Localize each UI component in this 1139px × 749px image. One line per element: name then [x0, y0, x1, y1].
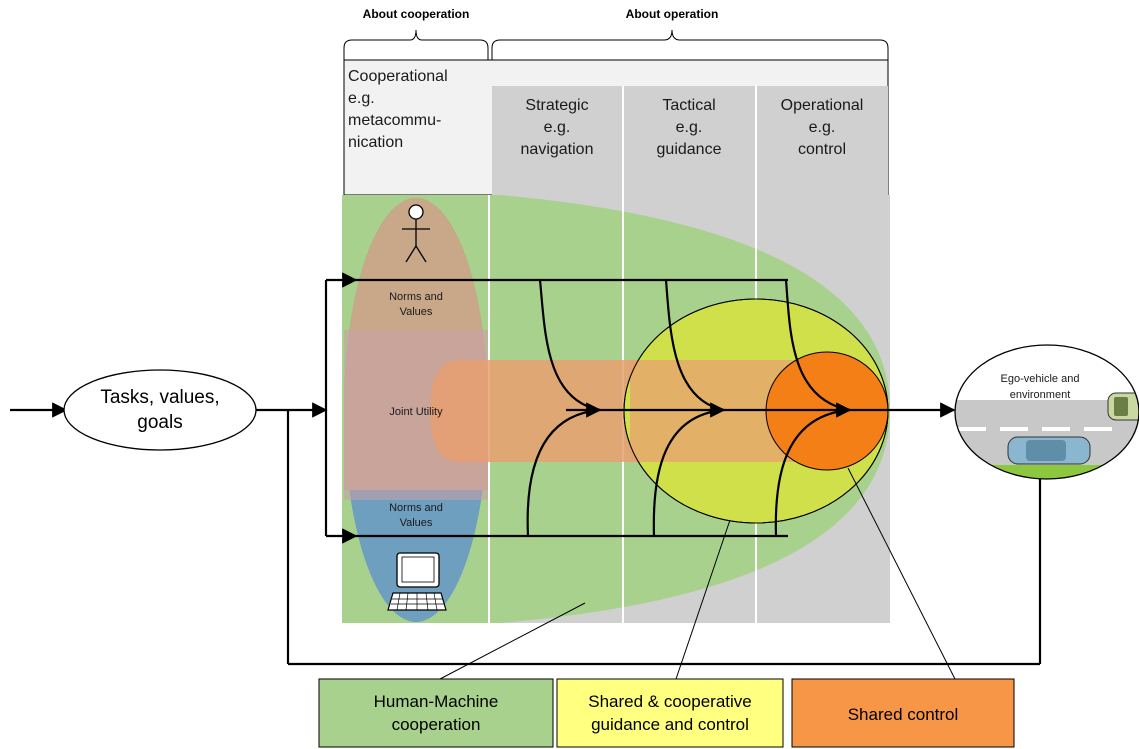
tasks-values-goals-line1: Tasks, values, [100, 387, 219, 408]
level-cooperational-line1: Cooperational [348, 68, 448, 85]
tasks-values-goals-node [63, 369, 257, 451]
level-operational: Operational e.g. control [781, 97, 864, 158]
level-strategic-line3: navigation [521, 141, 594, 158]
level-cooperational-line2: e.g. [348, 90, 375, 107]
level-strategic-line2: e.g. [544, 119, 571, 136]
legend-shared-control: Shared control [791, 678, 1015, 748]
legend-hmc-line2: cooperation [392, 715, 481, 734]
legend-shared-coop-line1: Shared & cooperative [588, 692, 752, 711]
person-icon [402, 204, 430, 263]
bracket-cooperation [343, 29, 489, 60]
norms-values-top-line1: Norms and [389, 291, 443, 303]
header-about-cooperation: About cooperation [363, 7, 470, 21]
legend-hmc-line1: Human-Machine [374, 692, 499, 711]
level-tactical: Tactical e.g. guidance [657, 97, 722, 158]
operation-columns-header [492, 86, 888, 195]
level-cooperational-line4: nication [348, 134, 403, 151]
ego-vehicle-line1: Ego-vehicle and [1001, 373, 1080, 385]
norms-values-bottom-line2: Values [400, 517, 433, 529]
level-cooperational-line3: metacommu- [348, 112, 441, 129]
legend-leader-lines [439, 467, 956, 680]
bracket-operation [491, 29, 889, 60]
level-strategic: Strategic e.g. navigation [521, 97, 594, 158]
legend-shared-coop-line2: guidance and control [591, 715, 749, 734]
level-operational-line3: control [798, 141, 846, 158]
ego-vehicle-line2: environment [1010, 389, 1071, 401]
legend-shared-control-label: Shared control [848, 705, 959, 724]
header-about-operation: About operation [626, 7, 719, 21]
level-tactical-line1: Tactical [662, 97, 715, 114]
computer-icon [387, 552, 447, 611]
ego-vehicle-node [955, 345, 1139, 479]
level-tactical-line3: guidance [657, 141, 722, 158]
joint-utility-label: Joint Utility [389, 406, 443, 418]
flow-lines [10, 272, 1042, 666]
level-operational-line2: e.g. [809, 119, 836, 136]
legend-shared-cooperative: Shared & cooperative guidance and contro… [556, 678, 784, 748]
level-operational-line1: Operational [781, 97, 864, 114]
norms-values-top-line2: Values [400, 306, 433, 318]
level-tactical-line2: e.g. [676, 119, 703, 136]
legend-hmc: Human-Machine cooperation [318, 678, 554, 748]
car-icon [1007, 436, 1091, 465]
level-cooperational: Cooperational e.g. metacommu- nication [348, 68, 448, 151]
oncoming-car-icon [1107, 392, 1139, 421]
norms-values-bottom-line1: Norms and [389, 502, 443, 514]
tasks-values-goals-line2: goals [137, 412, 182, 433]
level-strategic-line1: Strategic [525, 97, 588, 114]
